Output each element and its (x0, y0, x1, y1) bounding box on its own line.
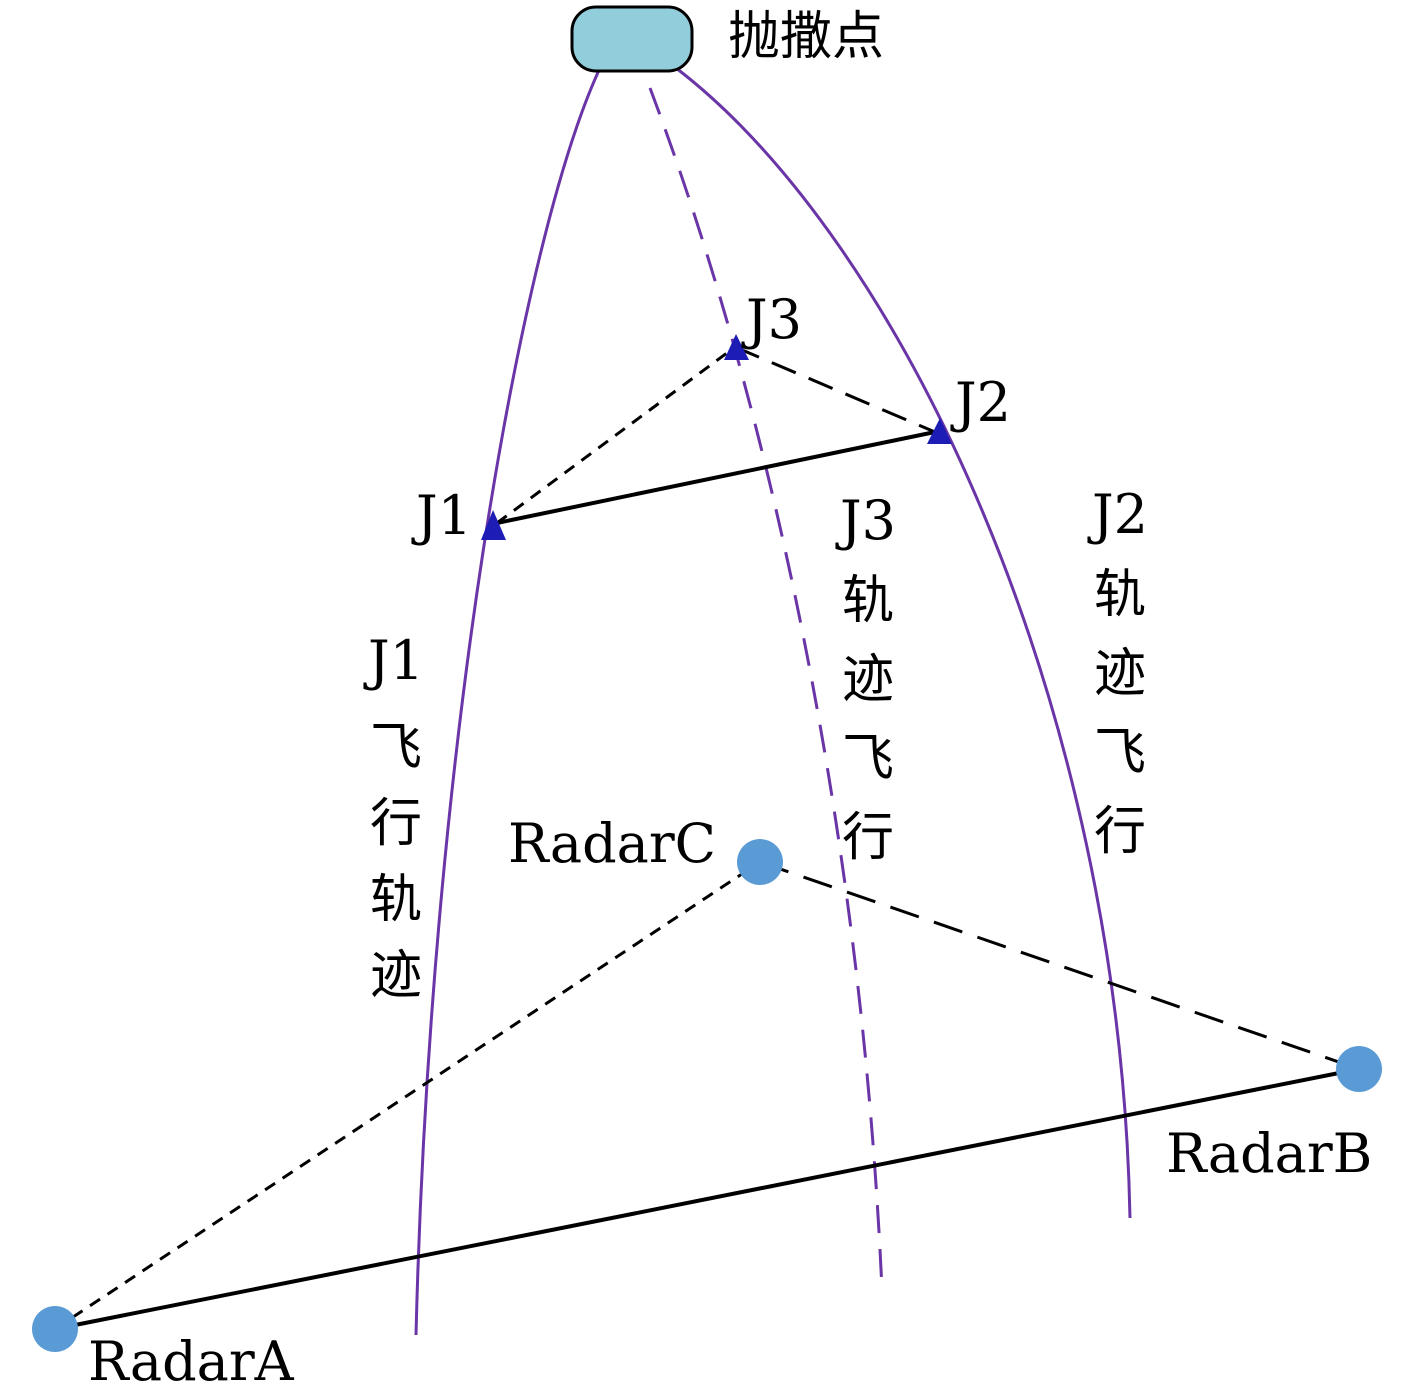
jammer-j1-label: J1 (411, 484, 472, 547)
svg-text:飞: 飞 (1094, 723, 1146, 783)
radar-b-label: RadarB (1166, 1122, 1372, 1185)
svg-text:J2: J2 (1087, 483, 1148, 546)
j2-trajectory-label: J2 轨 迹 飞 行 (1087, 483, 1148, 862)
link-radar-a-radar-c (54, 860, 761, 1331)
svg-text:J1: J1 (363, 629, 424, 692)
link-j1-j3 (496, 345, 736, 525)
radar-a-label: RadarA (88, 1330, 295, 1385)
link-j3-j2 (734, 345, 936, 434)
radar-c-circle-icon (737, 839, 783, 885)
jammer-j3-triangle-icon (724, 334, 749, 360)
j3-trajectory (648, 87, 884, 1291)
j1-trajectory-label: J1 飞 行 轨 迹 (363, 629, 424, 1006)
svg-text:迹: 迹 (1094, 644, 1146, 704)
radar-c-label: RadarC (508, 812, 716, 875)
j3-trajectory-label: J3 轨 迹 飞 行 (835, 489, 896, 868)
link-j1-j2 (496, 430, 936, 525)
svg-text:飞: 飞 (842, 729, 894, 789)
j2-trajectory (675, 66, 1132, 1219)
radar-b-circle-icon (1336, 1046, 1382, 1092)
svg-text:行: 行 (1094, 802, 1146, 862)
j1-trajectory (414, 67, 602, 1336)
svg-text:轨: 轨 (1094, 565, 1146, 625)
radar-a-circle-icon (32, 1306, 78, 1352)
svg-text:行: 行 (370, 794, 422, 854)
svg-text:飞: 飞 (370, 718, 422, 778)
jammer-j3-label: J3 (741, 288, 802, 351)
svg-text:轨: 轨 (842, 571, 894, 631)
jammer-j2-triangle-icon (927, 418, 952, 444)
link-radar-a-radar-b (54, 1067, 1360, 1331)
svg-text:J3: J3 (835, 489, 896, 552)
svg-text:行: 行 (842, 808, 894, 868)
svg-text:迹: 迹 (842, 650, 894, 710)
link-radar-c-radar-b (759, 860, 1360, 1071)
release-point-label: 抛撒点 (728, 7, 884, 67)
jammer-j1-triangle-icon (481, 510, 506, 540)
svg-text:迹: 迹 (370, 946, 422, 1006)
release-point (570, 5, 694, 73)
jammer-j2-label: J2 (950, 371, 1011, 434)
svg-text:轨: 轨 (370, 870, 422, 930)
